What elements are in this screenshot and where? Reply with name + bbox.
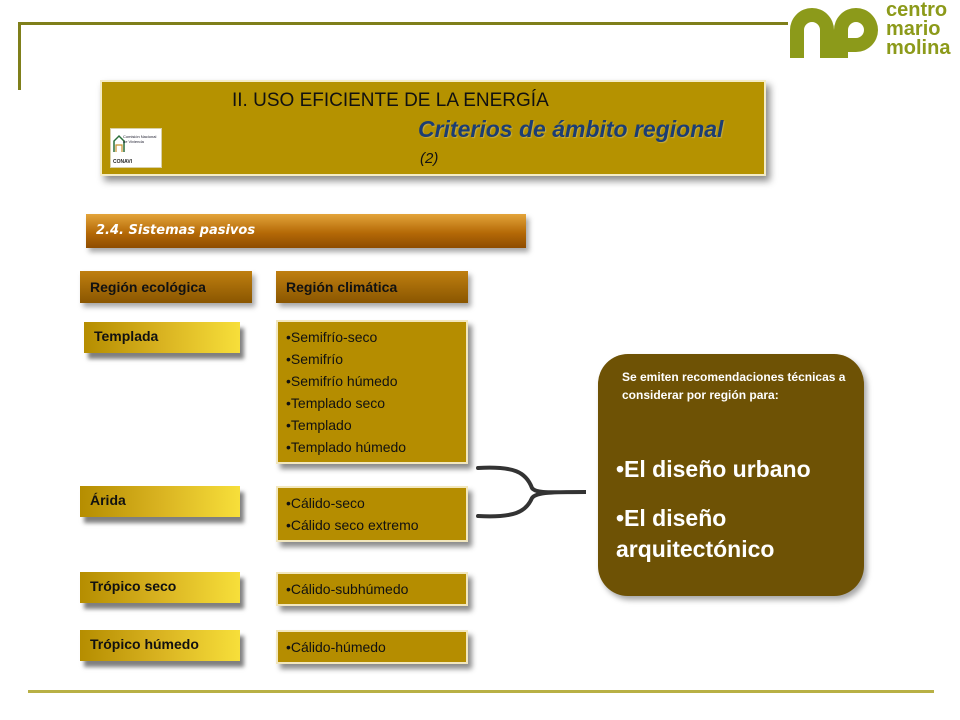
page-title-section: II. USO EFICIENTE DE LA ENERGÍA xyxy=(232,90,549,111)
climate-item: •Cálido-húmedo xyxy=(286,639,386,655)
conavi-org-name: Comisión Nacional de Vivienda xyxy=(123,134,157,144)
centro-mario-molina-logo xyxy=(790,8,878,58)
title-box: II. USO EFICIENTE DE LA ENERGÍA Criterio… xyxy=(100,80,766,176)
region-tropico-seco: Trópico seco xyxy=(80,572,240,603)
region-tropico-humedo-label: Trópico húmedo xyxy=(90,636,199,652)
recommendations-intro: Se emiten recomendaciones técnicas a con… xyxy=(622,370,846,402)
conavi-label: CONAVI xyxy=(113,159,133,165)
climate-item: •Semifrío-seco xyxy=(286,329,378,345)
climates-tropico-humedo: •Cálido-húmedo xyxy=(276,630,468,664)
recommendation-item: •El diseño arquitectónico xyxy=(616,505,775,562)
brace-connector-icon xyxy=(476,465,587,519)
page-title: Criterios de ámbito regional xyxy=(418,116,724,142)
climate-item: •Templado seco xyxy=(286,395,386,411)
region-tropico-seco-label: Trópico seco xyxy=(90,578,177,594)
region-tropico-humedo: Trópico húmedo xyxy=(80,630,240,661)
climates-arida: •Cálido-seco •Cálido seco extremo xyxy=(276,486,468,542)
climate-item: •Cálido-seco xyxy=(286,495,365,511)
region-arida: Árida xyxy=(80,486,240,517)
conavi-logo: Comisión Nacional de Vivienda CONAVI xyxy=(110,128,162,168)
header-region-ecologica: Región ecológica xyxy=(80,271,252,303)
logo-line-molina: molina xyxy=(886,37,951,59)
region-templada-label: Templada xyxy=(94,328,159,344)
header-region-ecologica-label: Región ecológica xyxy=(90,279,206,295)
region-arida-label: Árida xyxy=(90,492,126,508)
page-subtitle-number: (2) xyxy=(420,150,439,167)
frame-left-rule xyxy=(18,22,21,90)
climate-item: •Templado xyxy=(286,417,352,433)
climates-tropico-seco: •Cálido-subhúmedo xyxy=(276,572,468,606)
region-templada: Templada xyxy=(84,322,240,353)
climate-item: •Semifrío húmedo xyxy=(286,373,398,389)
frame-top-rule xyxy=(18,22,788,25)
logo-line-mario: mario xyxy=(886,18,941,40)
recommendation-item: •El diseño urbano xyxy=(616,456,811,482)
recommendations-box: Se emiten recomendaciones técnicas a con… xyxy=(598,354,864,596)
logo-line-centro: centro xyxy=(886,0,948,21)
conavi-house-icon xyxy=(113,134,125,152)
climates-templada: •Semifrío-seco •Semifrío •Semifrío húmed… xyxy=(276,320,468,464)
climate-item: •Templado húmedo xyxy=(286,439,407,455)
logo-wordmark: centro mario molina xyxy=(886,0,951,59)
climate-item: •Cálido seco extremo xyxy=(286,517,419,533)
header-region-climatica-label: Región climática xyxy=(286,279,398,295)
header-region-climatica: Región climática xyxy=(276,271,468,303)
bottom-rule xyxy=(28,690,934,693)
section-bar: 2.4. Sistemas pasivos xyxy=(86,214,526,248)
climate-item: •Cálido-subhúmedo xyxy=(286,581,409,597)
section-title: 2.4. Sistemas pasivos xyxy=(96,223,256,238)
climate-item: •Semifrío xyxy=(286,351,344,367)
